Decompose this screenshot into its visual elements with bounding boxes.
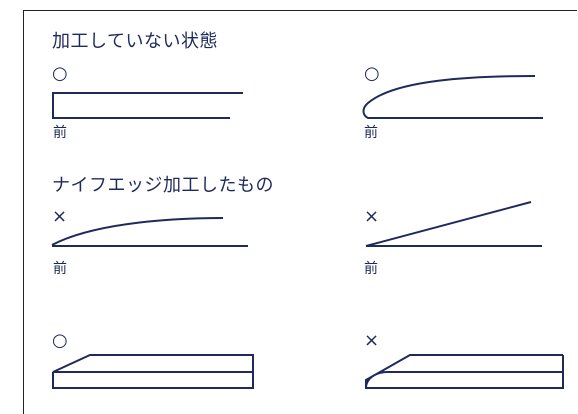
edge-flat-square <box>52 92 243 119</box>
front-label-flat: 前 <box>53 125 67 141</box>
heading-knife-edge: ナイフエッジ加工したもの <box>52 175 274 196</box>
mark-bad-block: × <box>364 330 380 351</box>
mark-bad-knife-curve: × <box>52 206 68 227</box>
mark-good-flat: ○ <box>52 63 68 84</box>
diagram-frame <box>23 10 577 414</box>
mark-bad-knife-straight: × <box>364 206 380 227</box>
front-label-curve-up: 前 <box>364 125 378 141</box>
edge-knife-straight-top <box>365 201 532 247</box>
edge-curve-up <box>362 75 543 119</box>
mark-good-block: ○ <box>52 330 68 351</box>
block-angled-step <box>52 354 254 389</box>
edge-knife-curve <box>51 217 224 246</box>
mark-good-curve-up: ○ <box>364 63 380 84</box>
block-curved-ramp <box>365 354 564 389</box>
front-label-knife-straight: 前 <box>364 261 378 277</box>
front-label-knife-curve: 前 <box>53 261 67 277</box>
heading-unprocessed: 加工していない状態 <box>52 31 218 52</box>
